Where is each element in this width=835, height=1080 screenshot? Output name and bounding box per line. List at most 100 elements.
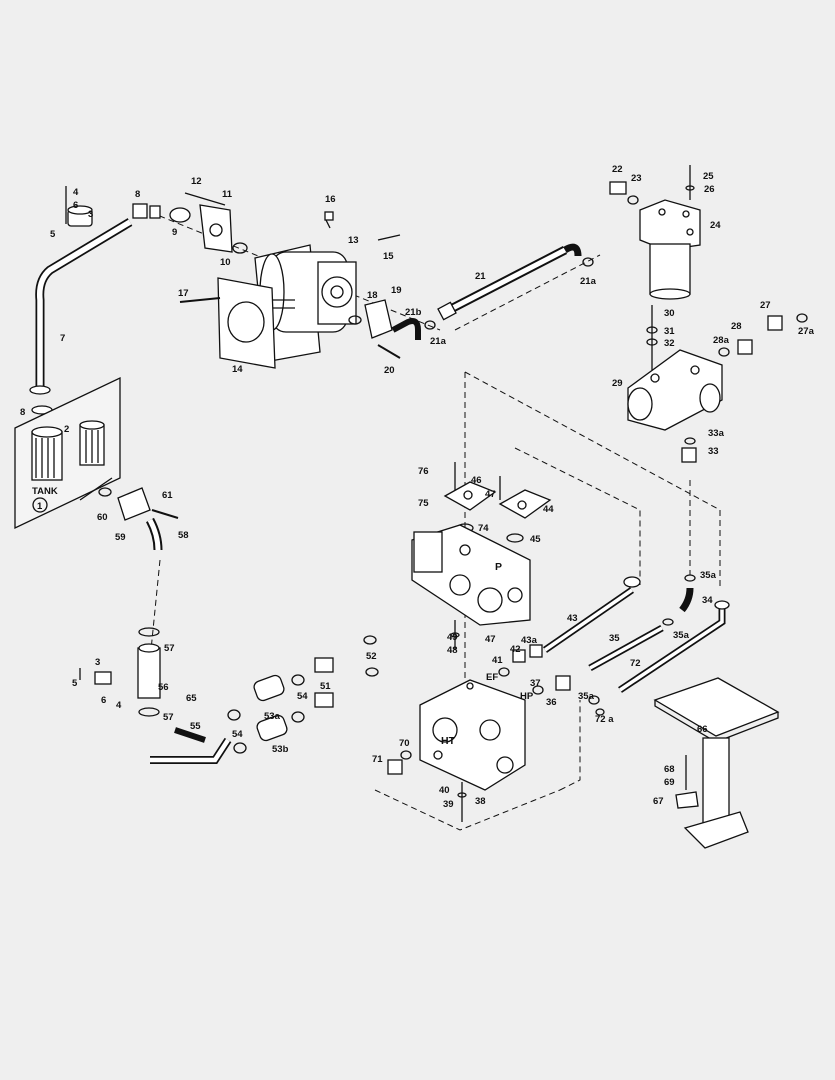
callout-label: 51	[320, 681, 331, 692]
callout-label: 10	[220, 257, 231, 268]
callout-label: 68	[664, 764, 675, 775]
callout-label: 32	[664, 338, 675, 349]
callout-label: 65	[186, 693, 197, 704]
callout-label: 53a	[264, 711, 281, 722]
control-valve-assembly	[411, 462, 552, 626]
callout-label: 6	[73, 200, 78, 211]
callout-label: HP	[520, 691, 534, 702]
callout-label: 33	[708, 446, 719, 457]
callout-label: 47	[485, 634, 496, 645]
callout-label: 28a	[713, 335, 730, 346]
callout-label: 70	[399, 738, 410, 749]
callout-label: 71	[372, 754, 383, 765]
callout-label: 43a	[521, 635, 538, 646]
callout-label: 7	[60, 333, 65, 344]
callout-label: 72 a	[595, 714, 614, 725]
callout-label: 35a	[700, 570, 717, 581]
pressure-hose-21	[437, 243, 594, 321]
callout-label: 15	[383, 251, 394, 262]
callout-label: 24	[710, 220, 721, 231]
callout-label: 74	[478, 523, 489, 534]
callout-label: 42	[510, 644, 521, 655]
filter-element-spare	[79, 420, 105, 466]
distributor-block	[419, 679, 526, 791]
assembly-lines	[149, 211, 721, 831]
callout-label: 4	[116, 700, 122, 711]
callout-label: 14	[232, 364, 243, 375]
filter-housing	[639, 199, 701, 300]
filter-element-2	[31, 426, 63, 481]
callout-label: 5	[50, 229, 56, 240]
callout-label: 12	[191, 176, 202, 187]
filler-cap	[65, 186, 93, 227]
callout-label: 16	[325, 194, 336, 205]
callout-label: 27a	[798, 326, 815, 337]
callout-labels: 4 6 3 5 8 9 12 11 16 13 15 10 17 14 18 1…	[20, 164, 815, 810]
callout-label: 20	[384, 365, 395, 376]
callout-label: 47	[485, 489, 496, 500]
callout-label: 34	[702, 595, 713, 606]
callout-label: 57	[164, 643, 175, 654]
callout-label: 5	[72, 678, 78, 689]
callout-label: 60	[97, 512, 108, 523]
callout-label: 36	[546, 697, 557, 708]
callout-label: 35a	[673, 630, 690, 641]
support-stand	[653, 677, 780, 849]
callout-label: 23	[631, 173, 642, 184]
callout-label: 39	[443, 799, 454, 810]
callout-label: 40	[439, 785, 450, 796]
callout-label: 33a	[708, 428, 725, 439]
callout-label: 76	[418, 466, 429, 477]
callout-label: 25	[703, 171, 714, 182]
callout-label: 55	[190, 721, 201, 732]
callout-label: 31	[664, 326, 675, 337]
callout-label: 2	[64, 424, 69, 435]
callout-label: 75	[418, 498, 429, 509]
callout-label: 44	[543, 504, 554, 515]
callout-label: 61	[162, 490, 173, 501]
callout-label: 28	[731, 321, 742, 332]
callout-label: 57	[163, 712, 174, 723]
callout-label: 21a	[580, 276, 597, 287]
callout-label: 38	[475, 796, 486, 807]
callout-label: 8	[20, 407, 25, 418]
pipe-hoses	[543, 574, 730, 693]
callout-label: 45	[530, 534, 541, 545]
callout-label: 27	[760, 300, 771, 311]
callout-label: 11	[222, 189, 233, 200]
callout-label: 49	[447, 632, 458, 643]
callout-label: 4	[73, 187, 79, 198]
callout-label: EF	[486, 672, 498, 683]
callout-label: 59	[115, 532, 126, 543]
callout-label: 56	[158, 682, 169, 693]
pipe-fittings	[227, 635, 379, 754]
callout-label: 66	[697, 724, 708, 735]
callout-label: 35a	[578, 691, 595, 702]
callout-label: 72	[630, 658, 641, 669]
drain-pipe	[137, 627, 232, 764]
callout-label: 21	[475, 271, 486, 282]
callout-label: 41	[492, 655, 503, 666]
callout-label: 19	[391, 285, 402, 296]
tank-number: 1	[37, 501, 43, 512]
gear-pump	[254, 244, 357, 363]
callout-label: 22	[612, 164, 623, 175]
callout-label: 9	[172, 227, 177, 238]
callout-label: 13	[348, 235, 359, 246]
callout-label: 3	[95, 657, 100, 668]
check-valve-block	[627, 349, 723, 431]
callout-label: 37	[530, 678, 541, 689]
gasket-plate	[217, 277, 276, 369]
callout-label: 26	[704, 184, 715, 195]
callout-label: 48	[447, 645, 458, 656]
callout-label: 21a	[430, 336, 447, 347]
callout-label: 3	[88, 209, 93, 220]
tank-label: TANK	[32, 486, 58, 497]
pump-flange	[199, 204, 233, 253]
callout-label: 54	[232, 729, 243, 740]
callout-label: 6	[101, 695, 106, 706]
callout-label: 52	[366, 651, 377, 662]
callout-label: 35	[609, 633, 620, 644]
callout-label: 53b	[272, 744, 289, 755]
